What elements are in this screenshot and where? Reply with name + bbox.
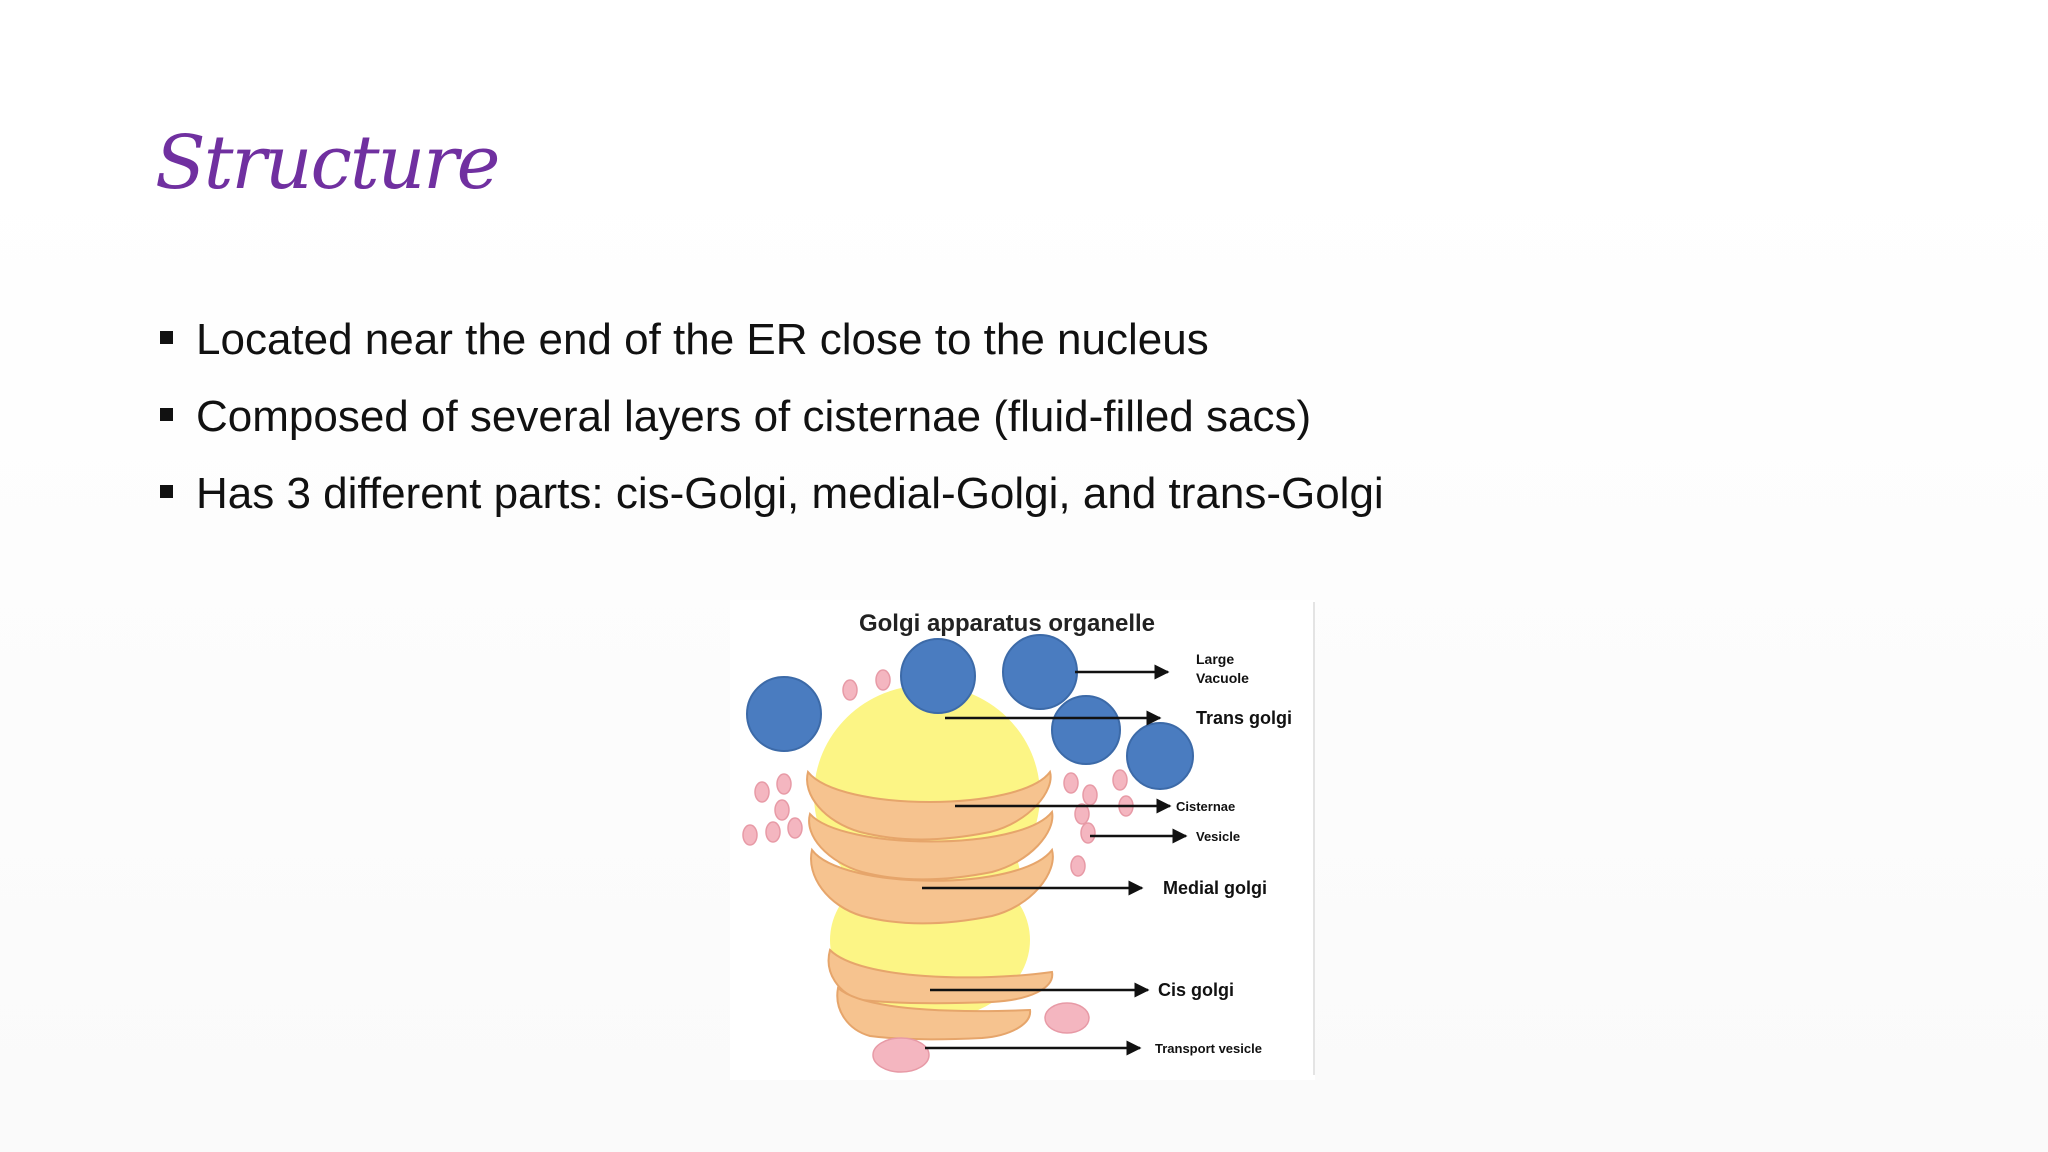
golgi-diagram: Golgi apparatus organelle: [730, 600, 1315, 1080]
bullet-item: Located near the end of the ER close to …: [160, 308, 1880, 385]
bullet-item: Has 3 different parts: cis-Golgi, medial…: [160, 462, 1880, 539]
label-cis-golgi: Cis golgi: [1158, 980, 1234, 1000]
diagram-title: Golgi apparatus organelle: [859, 610, 1155, 637]
label-vesicle: Vesicle: [1196, 829, 1240, 844]
bullet-text: Located near the end of the ER close to …: [196, 315, 1209, 364]
label-medial-golgi: Medial golgi: [1163, 878, 1267, 898]
golgi-diagram-svg: Golgi apparatus organelle: [730, 600, 1315, 1080]
label-cisternae: Cisternae: [1176, 799, 1235, 814]
label-arrows: [922, 664, 1188, 1056]
label-trans-golgi: Trans golgi: [1196, 708, 1292, 728]
bullet-item: Composed of several layers of cisternae …: [160, 385, 1880, 462]
slide-title: Structure: [155, 120, 500, 206]
diagram-labels: Large Vacuole Trans golgi Cisternae Vesi…: [1155, 651, 1292, 1056]
square-bullet-icon: [160, 408, 173, 421]
vacuoles: [746, 634, 1194, 790]
cisternae-stack: [806, 769, 1054, 1041]
square-bullet-icon: [160, 331, 173, 344]
bullet-text: Has 3 different parts: cis-Golgi, medial…: [196, 469, 1384, 518]
label-transport-vesicle: Transport vesicle: [1155, 1041, 1262, 1056]
square-bullet-icon: [160, 485, 173, 498]
small-vesicles: [742, 669, 1134, 1073]
bullet-text: Composed of several layers of cisternae …: [196, 392, 1312, 441]
bullet-list: Located near the end of the ER close to …: [160, 308, 1880, 539]
label-large-vacuole-line1: Large: [1196, 651, 1234, 667]
label-large-vacuole-line2: Vacuole: [1196, 670, 1249, 686]
